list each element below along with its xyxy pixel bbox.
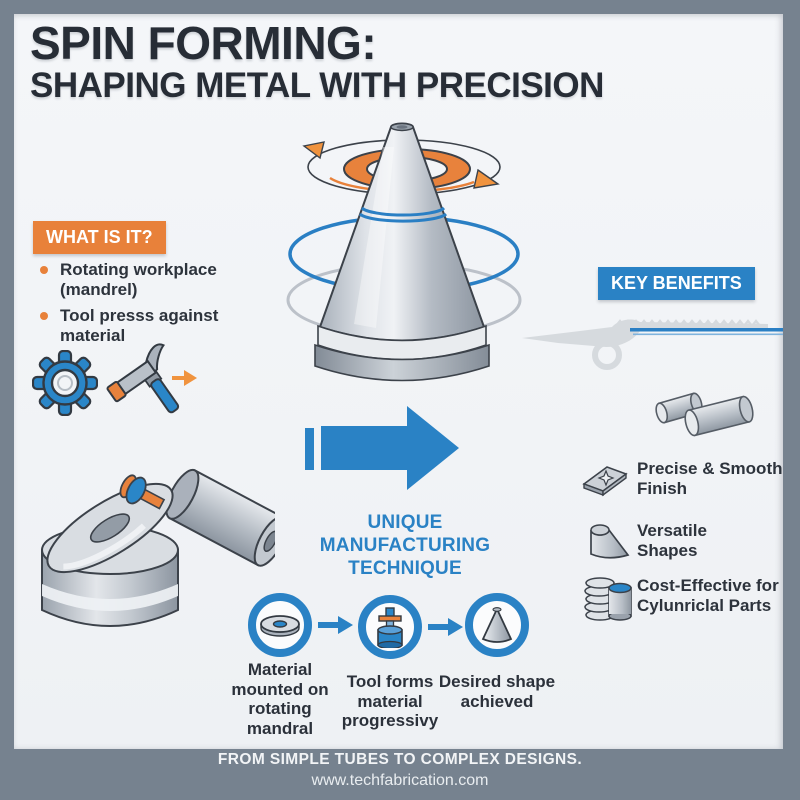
motion-arrow-icon (172, 370, 197, 386)
step1-circle (248, 593, 312, 657)
step3-circle (465, 593, 529, 657)
rotation-arrowhead-right (473, 168, 500, 189)
metal-cylinder-parts (655, 392, 754, 437)
cone-highlight (354, 147, 394, 328)
bullet-text: Tool presss against material (60, 306, 219, 346)
base-disc-dark (314, 343, 490, 382)
bullet-item: Rotating workplace (mandrel) (40, 260, 236, 300)
bullet-text: Rotating workplace (mandrel) (60, 260, 217, 300)
finished-cone-icon (481, 606, 513, 643)
tool-ring (592, 340, 622, 370)
roller-cylinder (165, 468, 275, 567)
title-line2: SHAPING METAL WITH PRECISION (30, 65, 604, 105)
footer-tagline: FROM SIMPLE TUBES TO COMPLEX DESIGNS. (217, 751, 583, 768)
step-caption: Desired shape achieved (438, 672, 556, 711)
step-arrow-icon (318, 616, 353, 634)
page-title: SPIN FORMING: SHAPING METAL WITH PRECISI… (30, 17, 604, 105)
what-is-it-bullets: Rotating workplace (mandrel) Tool presss… (40, 260, 236, 352)
cone-shape-icon (590, 524, 630, 559)
spinning-cone-illustration (286, 122, 522, 382)
roller-pin (119, 474, 166, 510)
footer-website: www.techfabrication.com (311, 772, 489, 789)
step2-circle (358, 595, 422, 659)
step-caption: Material mounted on rotating mandral (231, 660, 329, 738)
mandrel-disc-icon (260, 615, 300, 637)
coin-stack-cylinder-icon (584, 577, 632, 621)
forming-tool-icon (377, 607, 403, 648)
rotation-arrowhead-left (302, 141, 325, 160)
bullet-item: Tool presss against material (40, 306, 236, 346)
benefit-label: Cost-Effective for Cylunriclal Parts (637, 576, 779, 615)
title-line1: SPIN FORMING: (30, 17, 377, 69)
process-direction-arrow (305, 406, 459, 490)
roller-tool-on-mandrel-illustration (41, 468, 275, 627)
serrated-tool-with-blue-line (522, 319, 783, 370)
key-benefits-badge: KEY BENEFITS (598, 267, 755, 300)
cone-tip-hole (396, 125, 408, 129)
footer: FROM SIMPLE TUBES TO COMPLEX DESIGNS. ww… (0, 751, 800, 790)
blue-line-thin (633, 333, 783, 336)
step-caption: Tool forms material progressivy (341, 672, 439, 731)
technique-label: UNIQUE MANUFACTURING TECHNIQUE (319, 512, 491, 580)
hammer-with-motion-arrow-icon (106, 343, 197, 414)
star-sheet-icon (582, 466, 628, 497)
what-is-it-badge: WHAT IS IT? (33, 221, 166, 254)
mandrel-base-band (42, 584, 178, 611)
serration-edge (615, 319, 761, 328)
bullet-dot-icon (40, 312, 48, 321)
blue-line (630, 328, 783, 332)
tilted-washer-disc (46, 482, 174, 574)
cone-body (318, 122, 486, 342)
bullet-dot-icon (40, 266, 48, 274)
gear-icon (32, 350, 98, 416)
benefit-label: Versatile Shapes (637, 521, 707, 560)
blue-band-1 (360, 206, 446, 217)
step-arrow-icon (428, 618, 463, 636)
benefit-label: Precise & Smooth Finish (637, 459, 783, 498)
blue-band-2 (358, 212, 448, 223)
tool-silhouette (522, 319, 768, 347)
